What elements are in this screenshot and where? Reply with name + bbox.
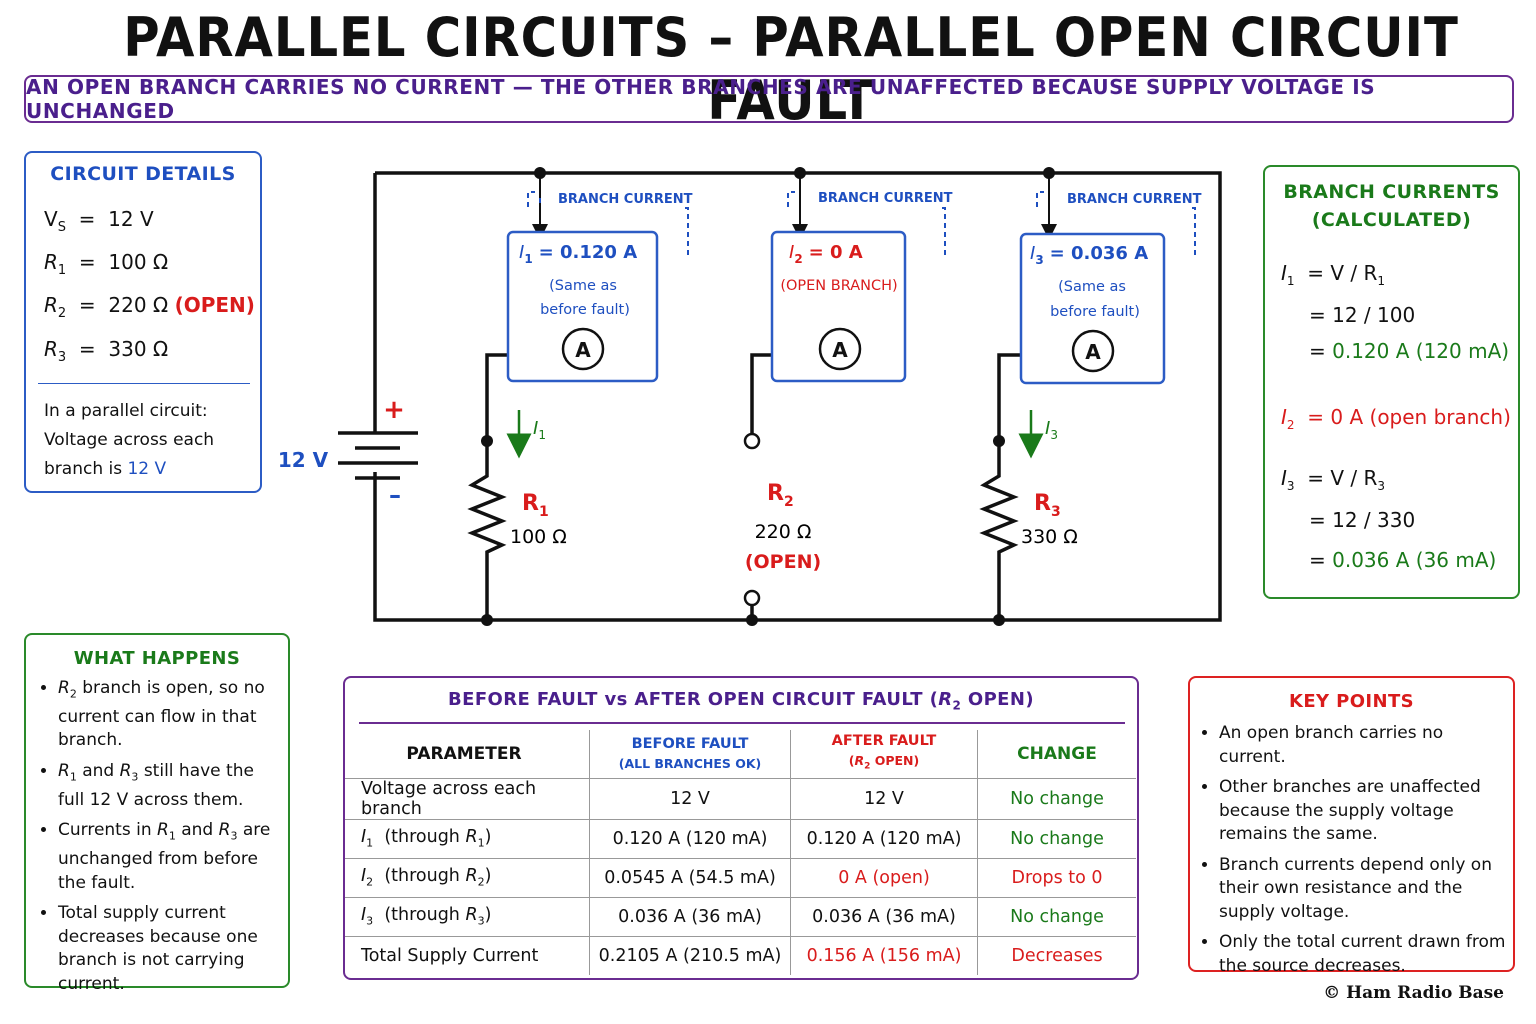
r1-value: 100 Ω <box>510 526 567 548</box>
key-points-panel: KEY POINTS An open branch carries no cur… <box>1188 676 1515 976</box>
i2-result: 0 A (open branch) <box>1330 405 1511 429</box>
table-row: I1 (through R1) 0.120 A (120 mA) 0.120 A… <box>345 818 1136 859</box>
table-header-row: PARAMETER BEFORE FAULT(ALL BRANCHES OK) … <box>345 730 1136 779</box>
banner-text: AN OPEN BRANCH CARRIES NO CURRENT — THE … <box>26 75 1376 123</box>
table-row: Voltage across each branch 12 V 12 V No … <box>345 777 1136 820</box>
r2-value: 220 Ω <box>755 521 812 543</box>
circuit-details-title: CIRCUIT DETAILS <box>50 163 236 185</box>
what-happens-item: Currents in R1 and R3 are unchanged from… <box>58 819 280 895</box>
current-arrow-1-label: I1 <box>533 418 546 442</box>
comparison-panel: BEFORE FAULT vs AFTER OPEN CIRCUIT FAULT… <box>343 676 1139 980</box>
r2-open-label: (OPEN) <box>745 551 821 573</box>
r2-row: R2 = 220 Ω (OPEN) <box>44 293 255 321</box>
table-row: Total Supply Current 0.2105 A (210.5 mA)… <box>345 935 1136 975</box>
ammeter-3-box <box>1019 232 1166 385</box>
ammeter-3-note-2: before fault) <box>1050 304 1140 320</box>
copyright: © Ham Radio Base <box>1323 983 1504 1003</box>
key-point-item: Other branches are unaffected because th… <box>1219 776 1507 847</box>
header-parameter: PARAMETER <box>345 730 590 779</box>
what-happens-list: R2 branch is open, so no current can flo… <box>26 677 288 996</box>
i3-result: 0.036 A (36 mA) <box>1332 548 1497 572</box>
ammeter-3-symbol: A <box>1085 340 1101 364</box>
key-point-item: Branch currents depend only on their own… <box>1219 854 1507 925</box>
ammeter-2-icon <box>818 327 862 371</box>
comparison-title: BEFORE FAULT vs AFTER OPEN CIRCUIT FAULT… <box>448 689 1034 713</box>
ammeter-2-reading: I2= 0 A <box>789 242 863 266</box>
ammeter-1-symbol: A <box>575 338 591 362</box>
what-happens-panel: WHAT HAPPENS R2 branch is open, so no cu… <box>24 633 290 994</box>
key-point-item: An open branch carries no current. <box>1219 722 1507 769</box>
page-title: PARALLEL CIRCUITS – PARALLEL OPEN CIRCUI… <box>123 6 1459 132</box>
vs-row: VS = 12 V <box>44 207 154 235</box>
header-before: BEFORE FAULT(ALL BRANCHES OK) <box>589 730 791 779</box>
comparison-table: PARAMETER BEFORE FAULT(ALL BRANCHES OK) … <box>345 730 1136 975</box>
ammeter-1-box <box>506 230 659 383</box>
i3-formula: I3 = V / R3 <box>1281 466 1386 493</box>
battery-voltage: 12 V <box>278 448 329 472</box>
i3-result-row: = 0.036 A (36 mA) <box>1309 548 1497 572</box>
branch-currents-panel: BRANCH CURRENTS (CALCULATED) I1 = V / R1… <box>1263 165 1520 599</box>
ammeter-2-box <box>770 230 907 383</box>
i1-result: 0.120 A (120 mA) <box>1332 339 1510 363</box>
table-row: I2 (through R2) 0.0545 A (54.5 mA) 0 A (… <box>345 857 1136 898</box>
battery-plus: + <box>383 395 405 425</box>
ammeter-1-icon <box>561 327 605 371</box>
banner: AN OPEN BRANCH CARRIES NO CURRENT — THE … <box>24 75 1514 123</box>
circuit-details-panel: CIRCUIT DETAILS VS = 12 V R1 = 100 Ω R2 … <box>24 151 262 493</box>
ammeter-2-symbol: A <box>832 338 848 362</box>
ammeter-3-reading: I3= 0.036 A <box>1030 243 1148 267</box>
battery-minus: – <box>389 481 401 509</box>
junction-dots <box>481 167 1055 626</box>
branch-currents-title: BRANCH CURRENTS (CALCULATED) <box>1283 181 1500 231</box>
i2-row: I2 = 0 A (open branch) <box>1281 405 1511 432</box>
what-happens-title: WHAT HAPPENS <box>73 648 241 669</box>
open-terminal-top <box>743 432 761 450</box>
ammeter-1-note-1: (Same as <box>549 278 617 294</box>
i1-substitution: = 12 / 100 <box>1309 303 1416 327</box>
branch-current-indicators <box>527 191 1196 258</box>
i3-substitution: = 12 / 330 <box>1309 508 1416 532</box>
r3-label: R3 <box>1034 491 1061 520</box>
header-change: CHANGE <box>977 730 1136 779</box>
header-after: AFTER FAULT(R2 OPEN) <box>790 730 978 779</box>
branch-current-label-1: BRANCH CURRENT <box>558 192 693 207</box>
branch-current-label-2: BRANCH CURRENT <box>818 191 953 206</box>
what-happens-item: R2 branch is open, so no current can flo… <box>58 677 280 753</box>
r2-open-flag: (OPEN) <box>174 293 255 317</box>
ammeter-3-note-1: (Same as <box>1058 279 1126 295</box>
key-points-list: An open branch carries no current. Other… <box>1190 722 1513 978</box>
branch-current-label-3: BRANCH CURRENT <box>1067 192 1202 207</box>
ammeter-2-note: (OPEN BRANCH) <box>780 278 897 294</box>
key-point-item: Only the total current drawn from the so… <box>1219 931 1507 978</box>
key-points-title: KEY POINTS <box>1288 691 1415 712</box>
r3-value: 330 Ω <box>1021 526 1078 548</box>
ammeter-1-note-2: before fault) <box>540 302 630 318</box>
table-row: I3 (through R3) 0.036 A (36 mA) 0.036 A … <box>345 896 1136 937</box>
i1-formula: I1 = V / R1 <box>1281 261 1386 288</box>
i1-result-row: = 0.120 A (120 mA) <box>1309 339 1510 363</box>
current-arrow-3-label: I3 <box>1045 418 1058 442</box>
details-divider <box>38 383 250 384</box>
ammeter-3-icon <box>1071 329 1115 373</box>
ammeter-1-reading: I1= 0.120 A <box>519 242 637 266</box>
r3-row: R3 = 330 Ω <box>44 337 169 365</box>
open-terminal-bottom <box>743 589 761 607</box>
what-happens-item: R1 and R3 still have the full 12 V acros… <box>58 760 280 812</box>
r1-label: R1 <box>522 491 549 520</box>
r2-label: R2 <box>767 481 794 510</box>
details-note: In a parallel circuit: Voltage across ea… <box>44 401 215 479</box>
comparison-divider <box>359 722 1125 724</box>
r1-row: R1 = 100 Ω <box>44 250 169 278</box>
what-happens-item: Total supply current decreases because o… <box>58 902 280 996</box>
